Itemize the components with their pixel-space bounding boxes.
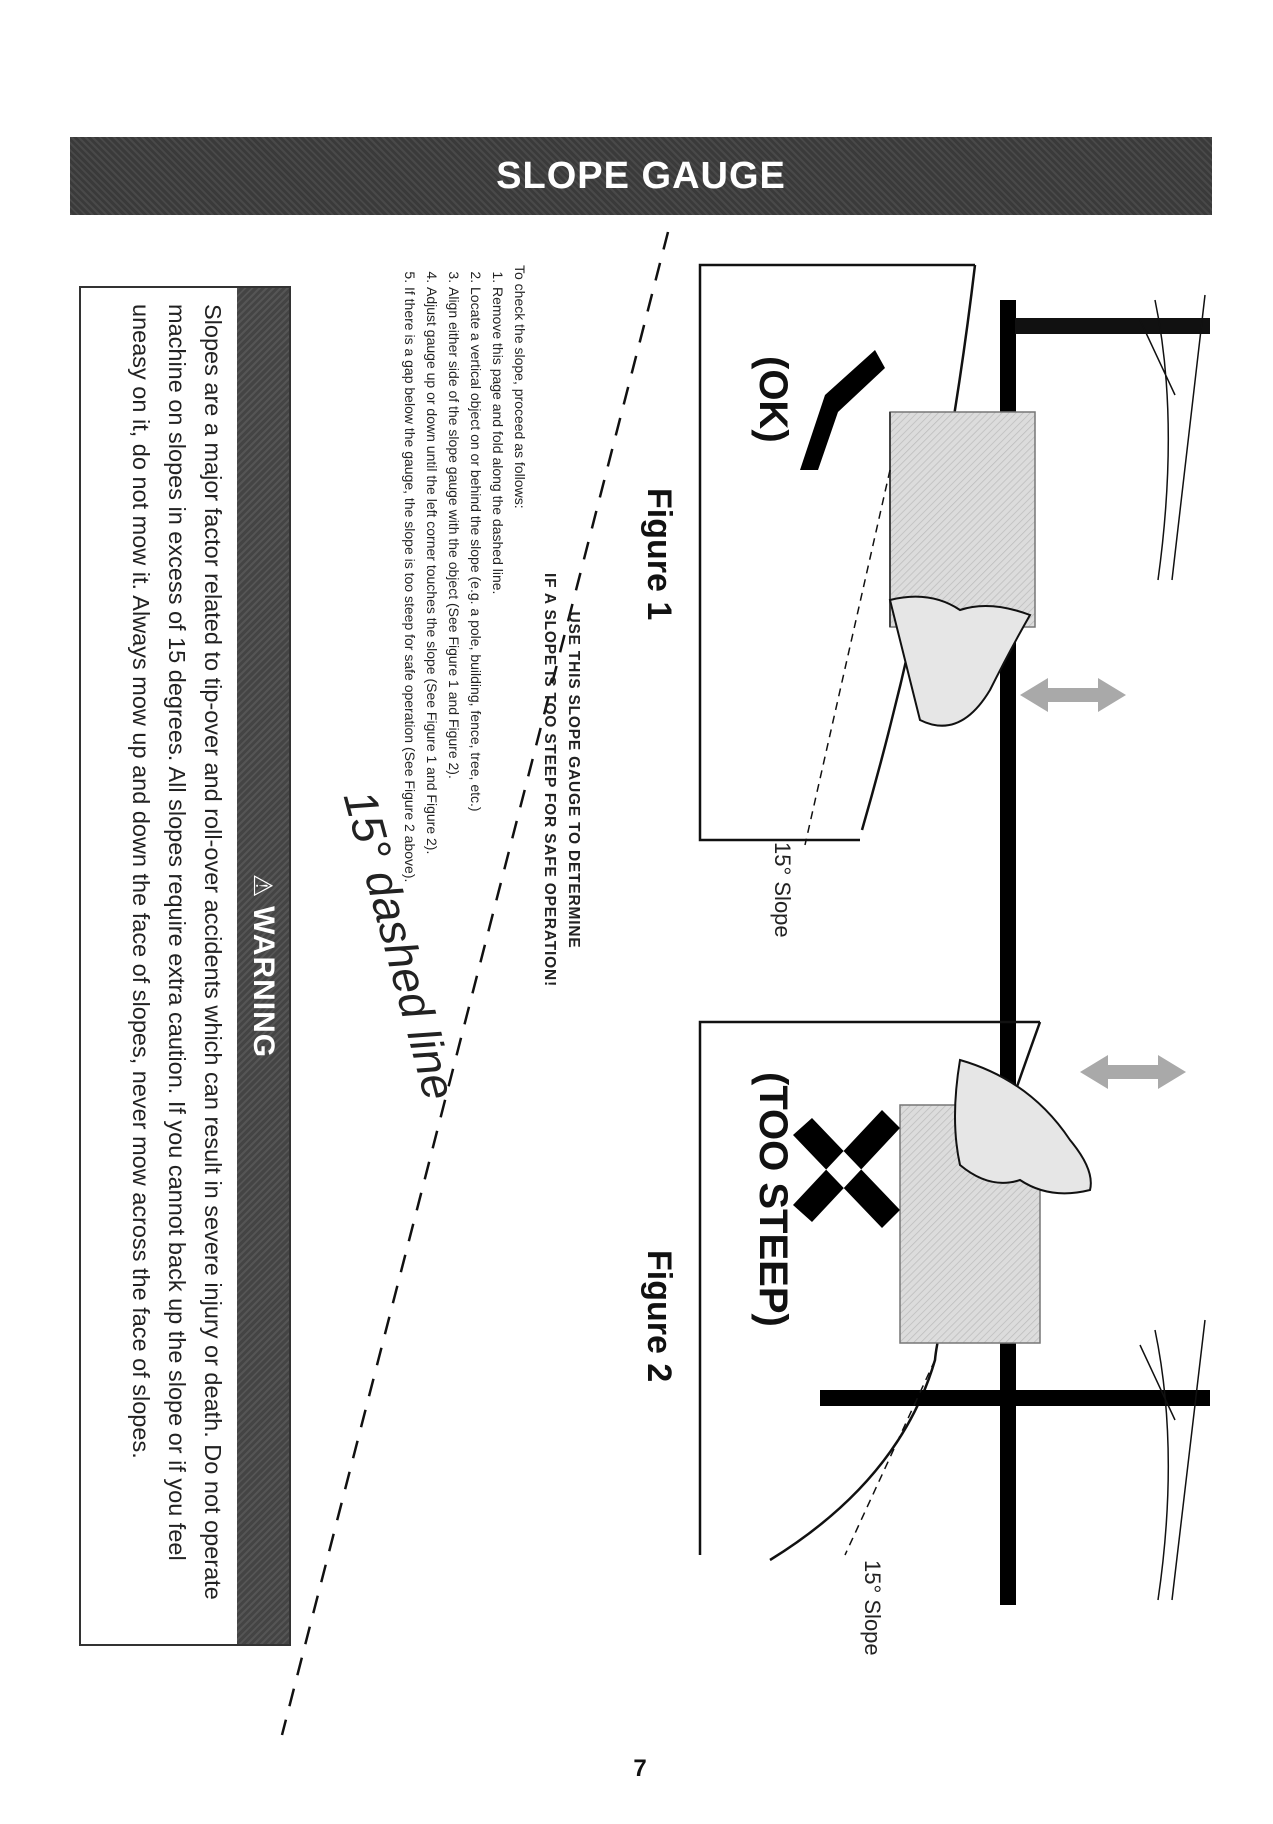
- figure-2-status: (TOO STEEP): [751, 1072, 795, 1327]
- title-bar: SLOPE GAUGE: [70, 137, 1212, 215]
- figure-2-illustration: [698, 1020, 1210, 1605]
- figure-2-x-mark: [793, 1110, 900, 1228]
- instructions-heading: USE THIS SLOPE GAUGE TO DETERMINE IF A S…: [537, 265, 585, 1295]
- figure-1-pole-crossbar: [1015, 318, 1210, 334]
- figure-2-slope-dash: [844, 1359, 936, 1556]
- figure-2-slope-label: 15° Slope: [860, 1560, 885, 1656]
- heading-line-2: IF A SLOPE IS TOO STEEP FOR SAFE OPERATI…: [541, 573, 558, 987]
- heading-line-1: USE THIS SLOPE GAUGE TO DETERMINE: [565, 611, 582, 949]
- page-number: 7: [633, 1755, 647, 1782]
- step-5: If there is a gap below the gauge, the s…: [399, 287, 421, 1295]
- step-4: Adjust gauge up or down until the left c…: [421, 287, 443, 1295]
- figure-1-check-mark: [800, 350, 885, 470]
- step-3: Align either side of the slope gauge wit…: [443, 287, 465, 1295]
- figure-2-label: Figure 2: [640, 1250, 678, 1383]
- step-2: Locate a vertical object on or behind th…: [465, 287, 487, 1295]
- warning-header: ⚠ WARNING: [237, 288, 289, 1644]
- figure-1-status: (OK): [751, 356, 795, 443]
- figure-1-slope-label: 15° Slope: [770, 842, 795, 938]
- figure-1-hand: [888, 595, 1032, 727]
- figure-1-illustration: [698, 263, 1210, 1320]
- step-1: Remove this page and fold along the dash…: [487, 287, 509, 1295]
- figure-2-pole-wires: [1139, 1319, 1206, 1601]
- figure-1-pole-wires: [1139, 294, 1206, 581]
- figure-1-gauge-card: [889, 411, 1036, 628]
- warning-triangle-icon: ⚠: [248, 873, 279, 899]
- figure-2-frame: [698, 1020, 1040, 1555]
- figure-1-slope-dash: [804, 469, 891, 846]
- instructions-intro: To check the slope, proceed as follows:: [512, 265, 528, 509]
- figure-1-arrow: [1020, 678, 1126, 712]
- figure-2-pole: [1000, 1325, 1016, 1605]
- figure-2-arrow: [1080, 1055, 1186, 1089]
- figure-1-label: Figure 1: [640, 488, 678, 621]
- page-title: SLOPE GAUGE: [496, 154, 786, 197]
- figure-2-pole-crossbar: [820, 1390, 1210, 1406]
- warning-text: Slopes are a major factor related to tip…: [128, 304, 226, 1600]
- figure-2-hand: [954, 1058, 1092, 1195]
- fold-dashed-line: [280, 231, 670, 1736]
- warning-box: ⚠ WARNING Slopes are a major factor rela…: [79, 286, 291, 1646]
- warning-title: WARNING: [247, 906, 280, 1059]
- instructions-steps: Remove this page and fold along the dash…: [399, 265, 509, 1295]
- figure-1-frame: [698, 263, 975, 842]
